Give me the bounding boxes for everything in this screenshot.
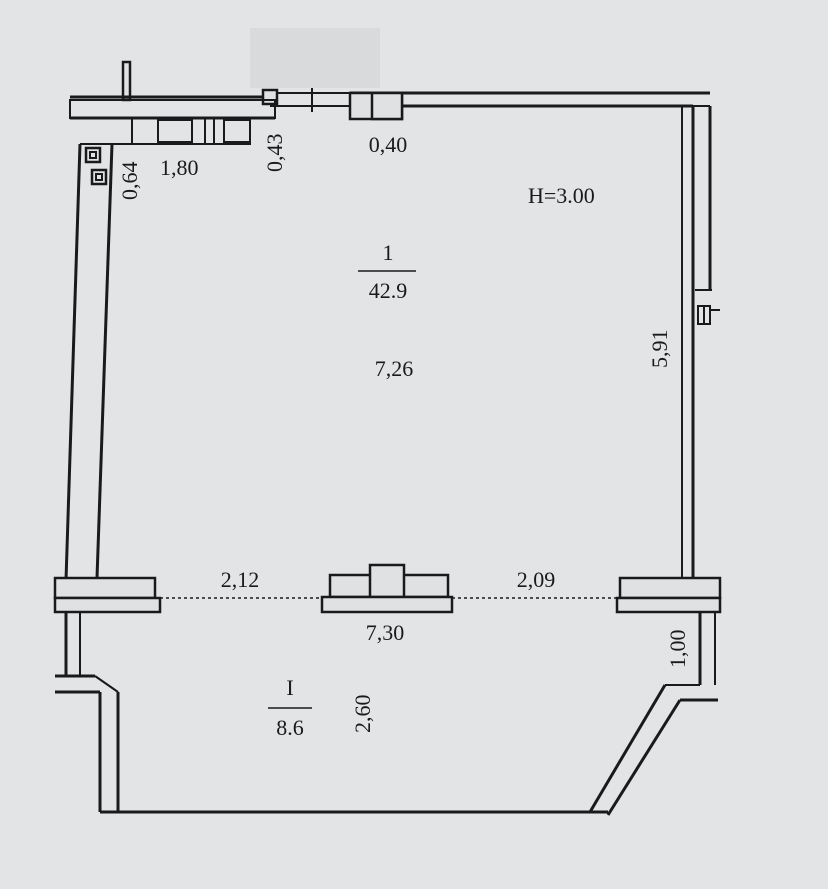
top-pier-dimension: 0,40 <box>369 132 408 157</box>
opening-width-dimension: 7,30 <box>366 620 405 645</box>
paper-shadow <box>250 28 380 88</box>
top-small-dimension: 0,43 <box>262 134 287 173</box>
top-segment-dimension: 1,80 <box>160 155 199 180</box>
balcony-area: 8.6 <box>276 715 304 740</box>
walls <box>53 60 722 816</box>
right-opening-pier-dimension: 2,09 <box>517 567 556 592</box>
balcony-number: I <box>286 675 293 700</box>
room-1-area: 42.9 <box>369 278 408 303</box>
left-opening-pier-dimension: 2,12 <box>221 567 260 592</box>
right-wall-dimension: 5,91 <box>647 330 672 369</box>
room-width-dimension: 7,26 <box>375 356 414 381</box>
balcony-depth-dimension: 2,60 <box>350 695 375 734</box>
top-left-side-dimension: 0,64 <box>117 162 142 201</box>
ceiling-height-label: H=3.00 <box>528 183 595 208</box>
balcony-side-dimension: 1,00 <box>665 630 690 669</box>
room-1-number: 1 <box>383 240 394 265</box>
